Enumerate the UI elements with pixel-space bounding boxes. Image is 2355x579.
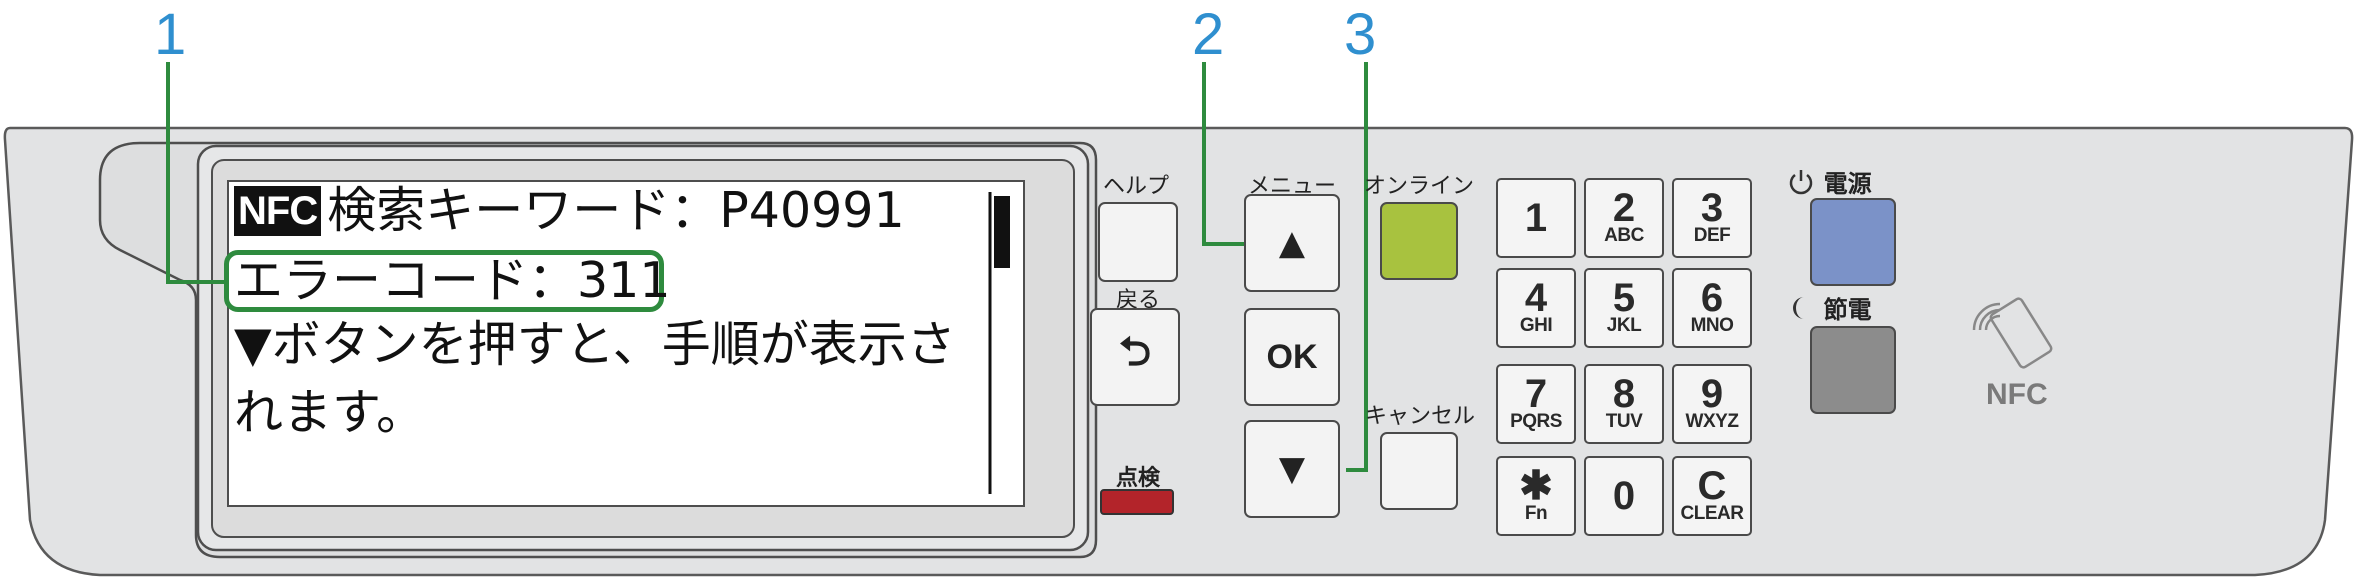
error-code-highlight (224, 250, 664, 312)
help-button[interactable] (1098, 202, 1178, 282)
menu-up-button[interactable]: ▲ (1244, 194, 1340, 292)
asterisk-icon: ✱ (1519, 464, 1553, 508)
power-label-group: 電源 (1786, 164, 1872, 199)
power-icon (1789, 169, 1813, 194)
back-arrow-icon: ⮌ (1118, 329, 1152, 375)
menu-down-button[interactable]: ▼ (1244, 420, 1340, 518)
lcd-line1-text: 検索キーワード：P40991 (327, 182, 905, 239)
help-label: ヘルプ (1102, 174, 1169, 199)
lcd-line-instruction-cont: れます。 (234, 384, 426, 441)
power-label: 電源 (1823, 170, 1872, 198)
leader-line-2 (1202, 62, 1206, 246)
check-indicator-led (1100, 489, 1174, 515)
back-button[interactable]: ⮌ (1090, 308, 1180, 406)
lcd-line-instruction: ▼ボタンを押すと、手順が表示さ (234, 316, 956, 373)
ok-button[interactable]: OK (1244, 308, 1340, 406)
key-1[interactable]: 1 (1496, 178, 1576, 258)
nfc-label: NFC (1986, 378, 2048, 411)
saving-label-group: 節電 (1786, 290, 1872, 325)
online-label: オンライン (1364, 174, 1475, 199)
leader-line-2 (1202, 242, 1244, 246)
key-fn[interactable]: ✱Fn (1496, 456, 1576, 536)
callout-3: 3 (1344, 2, 1377, 67)
callout-2: 2 (1192, 2, 1225, 67)
cancel-label: キャンセル (1364, 404, 1475, 429)
callout-1: 1 (154, 2, 187, 67)
leader-line-3 (1364, 62, 1368, 472)
check-label: 点検 (1115, 466, 1160, 491)
leader-line-1 (166, 280, 228, 284)
lcd-line-error-code: エラーコード：311 (234, 252, 671, 309)
ok-label: OK (1266, 337, 1318, 376)
nfc-logo-icon (1972, 297, 2053, 369)
leader-line-1 (166, 62, 170, 284)
power-save-button[interactable] (1810, 326, 1896, 414)
up-triangle-icon: ▲ (1278, 223, 1306, 263)
key-0[interactable]: 0 (1584, 456, 1664, 536)
down-triangle-icon: ▼ (1278, 449, 1306, 489)
nfc-badge: NFC (234, 186, 322, 236)
leader-line-3 (1346, 468, 1368, 472)
saving-label: 節電 (1823, 296, 1872, 324)
power-button[interactable] (1810, 198, 1896, 286)
cancel-button[interactable] (1380, 432, 1458, 510)
online-button[interactable] (1380, 202, 1458, 280)
crescent-moon-icon (1793, 296, 1804, 319)
